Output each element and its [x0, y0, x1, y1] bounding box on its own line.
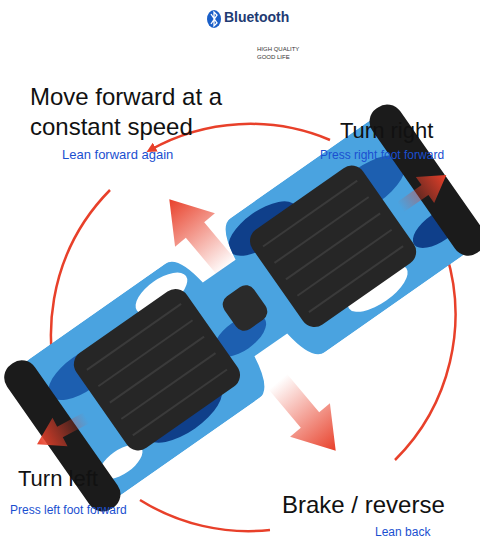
brand-slogan: HIGH QUALITY GOOD LIFE — [257, 46, 307, 61]
direction-heading: Turn left — [18, 465, 158, 493]
direction-heading: Turn right — [340, 117, 480, 145]
direction-heading: Brake / reverse — [282, 490, 480, 520]
direction-hint: Lean forward again — [62, 147, 262, 163]
direction-hint: Press left foot forward — [10, 503, 190, 518]
direction-hint: Press right foot forward — [320, 148, 480, 163]
direction-arrows — [30, 162, 456, 467]
direction-hint: Lean back — [375, 525, 475, 540]
bluetooth-logo — [207, 10, 221, 28]
hoverboard — [0, 97, 480, 520]
direction-heading: Move forward at a constant speed — [30, 82, 260, 142]
brand-name: Bluetooth — [224, 9, 314, 27]
